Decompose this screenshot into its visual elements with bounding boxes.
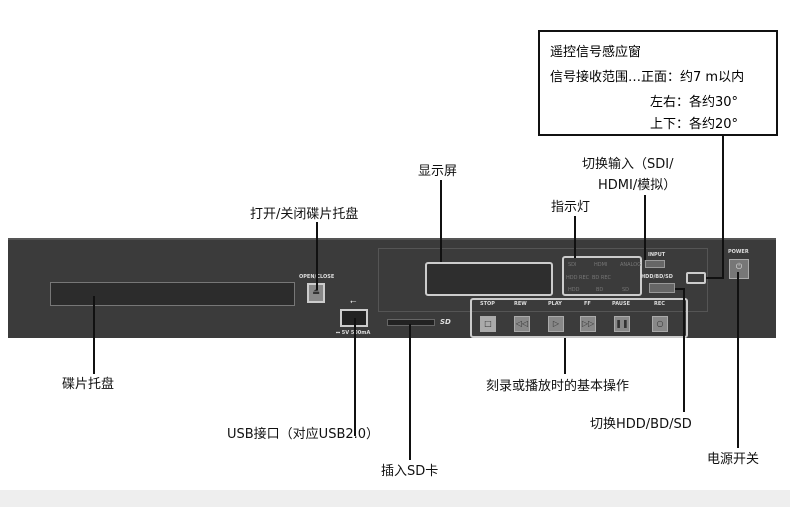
leader-line [722, 136, 724, 279]
leader-line [440, 180, 442, 262]
pause-button[interactable]: ❚❚ [614, 316, 630, 332]
leader-line [706, 277, 724, 279]
remote-range-lr: 左右：各约30° [650, 95, 739, 110]
hdd-bd-sd-button[interactable] [649, 283, 675, 293]
leader-line [644, 195, 646, 260]
indicator-hdmi: HDMI [594, 262, 608, 268]
leader-line [675, 288, 685, 290]
ff-button[interactable]: ▷▷ [580, 316, 596, 332]
power-label: POWER [728, 249, 749, 255]
disc-tray [50, 282, 295, 306]
input-label: INPUT [648, 252, 666, 258]
indicator-bd: BD [596, 287, 604, 293]
leader-line [354, 318, 356, 436]
leader-line [737, 272, 739, 448]
operation-buttons: STOP □ REW ◁◁ PLAY ▷ FF ▷▷ PAUSE ❚❚ REC … [470, 298, 688, 338]
indicator-sdi: SDI [568, 262, 577, 268]
leader-line [564, 338, 566, 374]
leader-line [574, 216, 576, 258]
open-close-callout: 打开/关闭碟片托盘 [250, 207, 359, 222]
input-button[interactable] [645, 260, 665, 268]
leader-line [316, 222, 318, 290]
sd-callout: 插入SD卡 [381, 464, 439, 479]
display-panel [378, 248, 708, 312]
usb-rating: ⎓ 5V 500mA [336, 330, 371, 336]
sd-slot[interactable] [387, 319, 435, 326]
ff-label: FF [584, 301, 591, 307]
power-button[interactable]: ⏻ [729, 259, 749, 279]
indicator-analog: ANALOG [620, 262, 641, 268]
play-label: PLAY [548, 301, 562, 307]
remote-range-front: 信号接收范围…正面：约7 m以内 [550, 70, 745, 85]
play-button[interactable]: ▷ [548, 316, 564, 332]
indicator-lamps: SDI HDMI ANALOG HDD REC BD REC HDD BD SD [562, 256, 642, 296]
remote-sensor-window [686, 272, 706, 284]
input-switch-callout-2: HDMI/模拟） [598, 178, 677, 193]
usb-callout: USB接口（对应USB2.0） [227, 427, 380, 442]
display-screen [425, 262, 553, 296]
leader-line [409, 324, 411, 460]
rec-label: REC [654, 301, 665, 307]
stop-label: STOP [480, 301, 495, 307]
leader-line [683, 289, 685, 412]
display-label: 显示屏 [418, 164, 458, 179]
sd-logo: SD [440, 318, 451, 326]
remote-sensor-callout: 遥控信号感应窗 信号接收范围…正面：约7 m以内 左右：各约30° 上下：各约2… [538, 30, 778, 136]
indicator-bd-rec: BD REC [592, 275, 611, 281]
usb-icon: ⭠ [350, 297, 357, 306]
rew-label: REW [514, 301, 527, 307]
basic-ops-callout: 刻录或播放时的基本操作 [486, 379, 630, 394]
rec-button[interactable]: ○ [652, 316, 668, 332]
footer-strip [0, 490, 790, 507]
pause-label: PAUSE [612, 301, 630, 307]
disc-tray-callout: 碟片托盘 [62, 377, 115, 392]
leader-line [93, 296, 95, 374]
hdd-switch-callout: 切换HDD/BD/SD [590, 417, 692, 432]
indicator-callout: 指示灯 [551, 200, 591, 215]
remote-title: 遥控信号感应窗 [550, 45, 642, 60]
indicator-hdd-rec: HDD REC [566, 275, 590, 281]
stop-button[interactable]: □ [480, 316, 496, 332]
remote-range-ud: 上下：各约20° [650, 117, 739, 132]
power-callout: 电源开关 [707, 452, 760, 467]
input-switch-callout-1: 切换输入（SDI/ [582, 157, 674, 172]
hdd-bd-sd-label: HDD/BD/SD [641, 274, 673, 280]
rew-button[interactable]: ◁◁ [514, 316, 530, 332]
indicator-hdd: HDD [568, 287, 580, 293]
indicator-sd: SD [622, 287, 630, 293]
